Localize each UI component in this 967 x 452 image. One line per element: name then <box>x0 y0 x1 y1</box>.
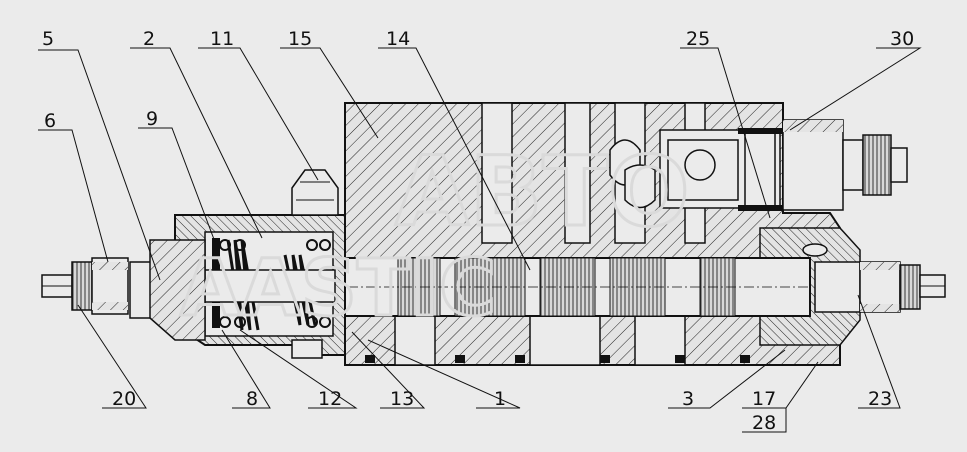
callout-28: 28 <box>752 412 776 434</box>
callout-3: 3 <box>682 388 694 410</box>
callout-8: 8 <box>246 388 258 410</box>
callout-9: 9 <box>146 108 158 130</box>
callout-15: 15 <box>288 28 312 50</box>
callout-5: 5 <box>42 28 54 50</box>
watermark-line1: ABTO <box>395 136 690 248</box>
spool <box>329 257 811 317</box>
callout-12: 12 <box>318 388 342 410</box>
callout-14: 14 <box>386 28 410 50</box>
leader-lines <box>38 47 922 433</box>
right-adjusting-screw <box>814 261 946 313</box>
spring-housing <box>129 169 346 359</box>
callout-30: 30 <box>890 28 914 50</box>
callout-23: 23 <box>868 388 892 410</box>
callout-25: 25 <box>686 28 710 50</box>
callout-labels: 5 2 11 15 14 25 30 6 9 20 8 12 13 1 3 17… <box>42 28 914 434</box>
callout-20: 20 <box>112 388 136 410</box>
callout-17: 17 <box>752 388 776 410</box>
right-fitting <box>667 119 908 211</box>
callout-1: 1 <box>494 388 506 410</box>
callout-11: 11 <box>210 28 234 50</box>
left-adjusting-screw <box>41 257 129 315</box>
watermark-line2: AASTIC <box>180 244 496 334</box>
callout-2: 2 <box>143 28 155 50</box>
callout-6: 6 <box>44 110 56 132</box>
callout-13: 13 <box>390 388 414 410</box>
